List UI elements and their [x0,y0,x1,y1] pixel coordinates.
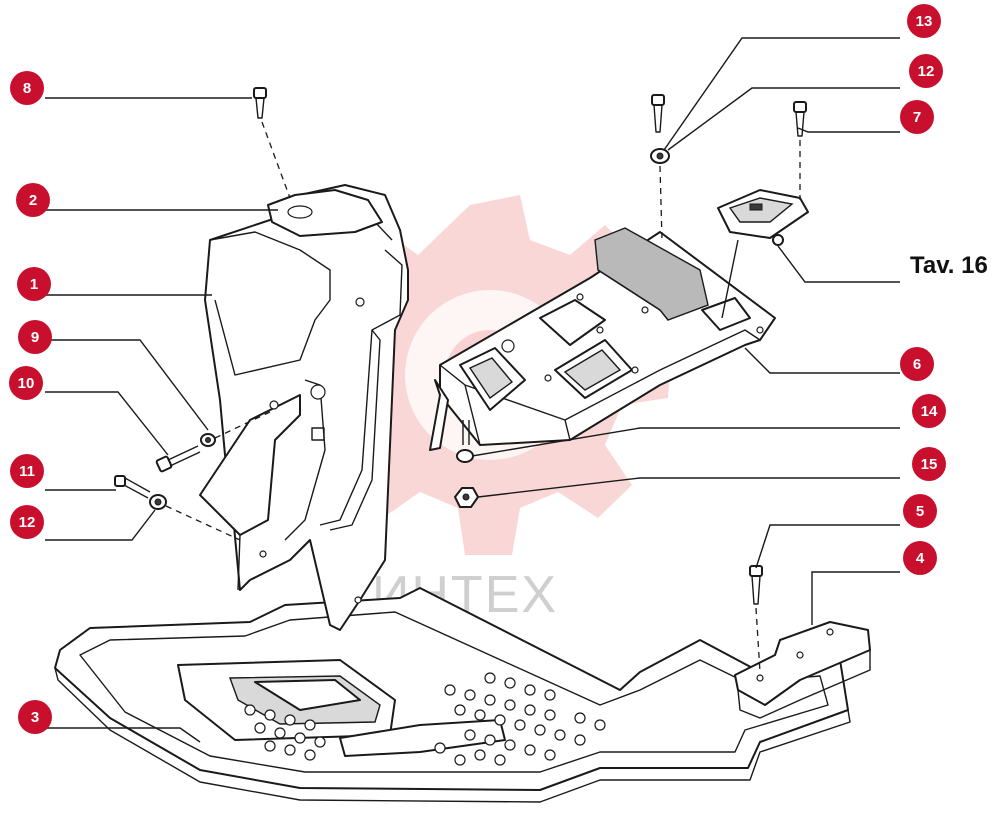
callout-2: 2 [16,183,50,217]
leader-lines [45,37,900,743]
screw-7 [793,101,807,200]
svg-text:8: 8 [23,80,31,97]
svg-text:5: 5 [916,503,924,520]
screw-13 [651,94,665,133]
callout-badges: 8 2 1 9 10 11 12 3 13 12 7 6 14 15 5 4 [9,4,946,734]
svg-text:11: 11 [19,463,35,480]
callout-11: 11 [10,454,44,488]
svg-text:13: 13 [916,13,933,30]
svg-text:10: 10 [18,375,35,392]
callout-12-left: 12 [10,505,44,539]
callout-1: 1 [17,267,51,301]
svg-text:7: 7 [913,109,921,126]
svg-text:3: 3 [31,709,39,726]
floor-perforations [244,672,606,766]
gauge-cap [717,189,809,319]
svg-text:15: 15 [921,456,938,473]
callout-12-right: 12 [909,54,943,88]
callout-13: 13 [907,4,941,38]
table-reference-label: Tav. 16 [910,252,988,279]
callout-5: 5 [903,494,937,528]
column-cover [199,184,409,631]
svg-text:9: 9 [31,329,39,346]
callout-8: 8 [10,71,44,105]
washer-14 [456,449,474,463]
svg-text:1: 1 [30,276,38,293]
callout-15: 15 [912,447,946,481]
svg-text:6: 6 [913,356,921,373]
console-panel [429,227,776,451]
screw-8 [253,87,291,199]
svg-text:14: 14 [921,403,938,420]
callout-4: 4 [903,541,937,575]
washer-9 [200,411,271,447]
svg-text:12: 12 [918,63,935,80]
callout-7: 7 [900,100,934,134]
callout-14: 14 [912,394,946,428]
screw-11 [114,475,151,499]
floor-plate [54,587,851,803]
callout-9: 9 [18,320,52,354]
washer-12-right [650,148,670,241]
svg-text:2: 2 [29,192,37,209]
svg-text:4: 4 [916,550,925,567]
svg-text:12: 12 [19,514,36,531]
screw-5 [749,565,763,673]
screw-10 [155,445,201,473]
mounting-bracket [734,621,871,719]
callout-10: 10 [9,366,43,400]
callout-6: 6 [900,347,934,381]
washer-12-left [149,494,241,541]
callout-3: 3 [18,700,52,734]
